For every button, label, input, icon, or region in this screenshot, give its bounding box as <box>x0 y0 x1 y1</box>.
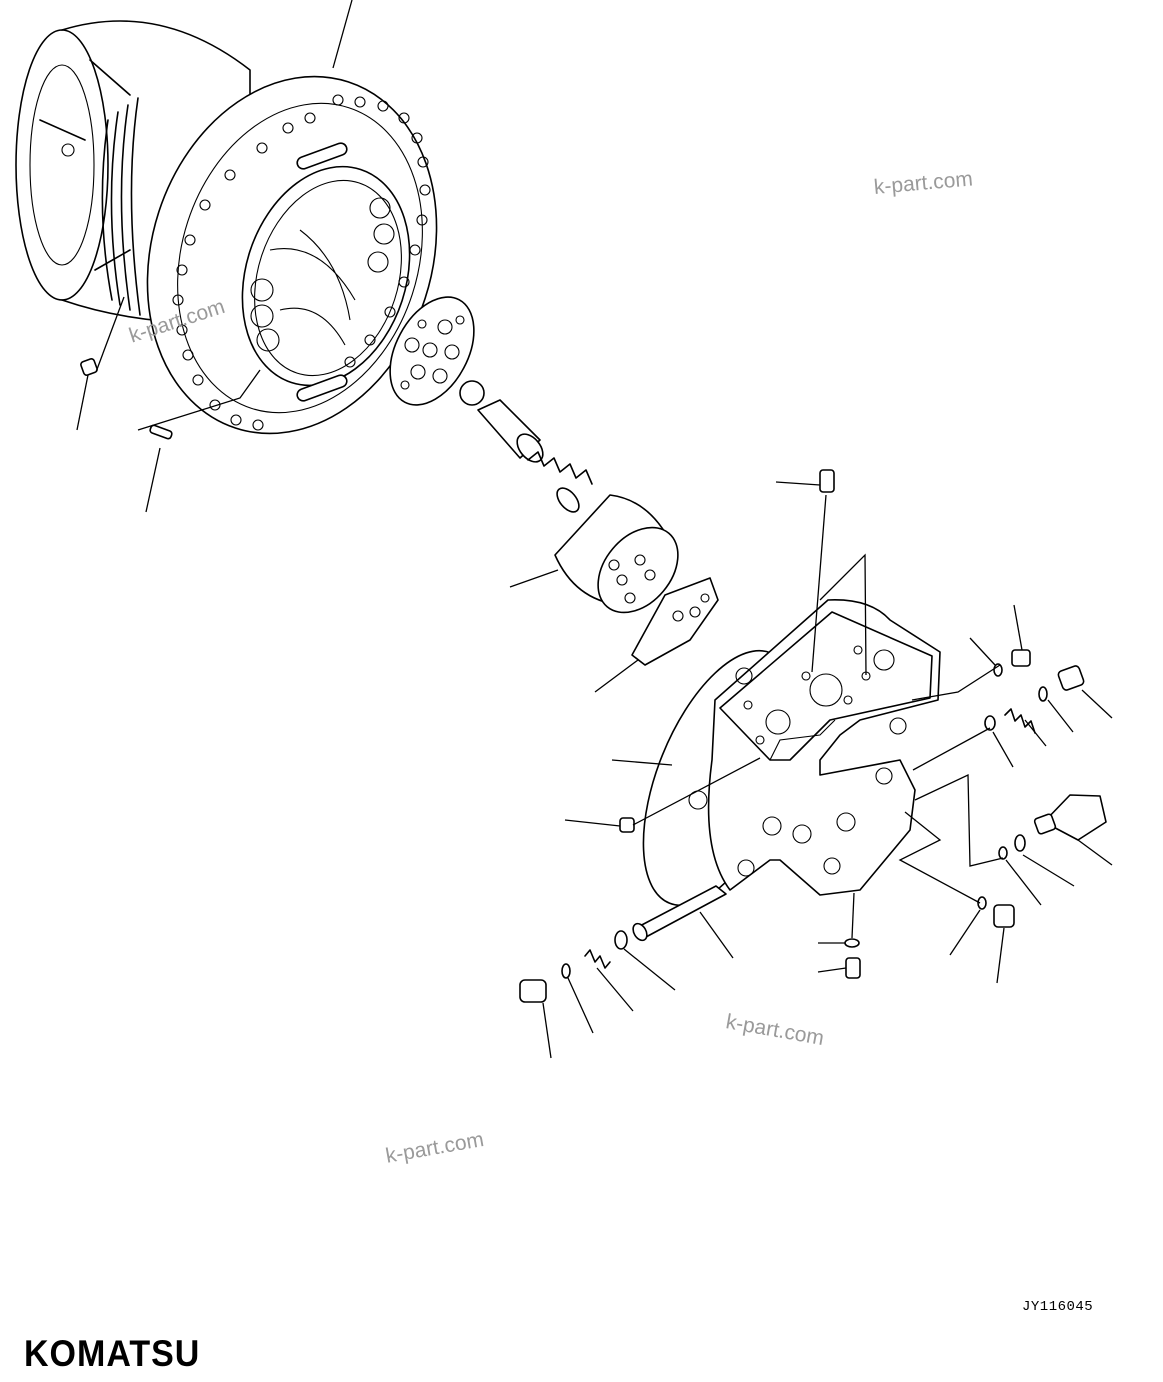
flange-bolt-holes <box>172 94 431 431</box>
komatsu-logo: KOMATSU <box>24 1333 201 1375</box>
washer-a <box>614 930 676 991</box>
spring-c <box>584 949 634 1012</box>
o-ring-d <box>1014 834 1075 887</box>
top-plug <box>775 469 867 676</box>
o-ring-c <box>984 715 1014 768</box>
plug-c <box>993 904 1015 984</box>
cylinder-block <box>509 494 679 614</box>
relief-valve <box>1033 794 1113 866</box>
plug-a <box>1011 604 1031 667</box>
swash-plate <box>594 577 719 693</box>
shaft <box>632 885 734 959</box>
port-plate <box>389 296 475 406</box>
plug-b <box>1057 665 1113 719</box>
o-ring-e <box>998 846 1042 906</box>
o-ring-f <box>949 896 987 956</box>
side-plug <box>564 757 761 833</box>
drawing-code: JY116045 <box>1022 1299 1094 1315</box>
o-ring-a <box>969 637 1003 677</box>
o-ring-h <box>818 892 860 948</box>
plug-d <box>519 979 552 1059</box>
motor-case <box>611 599 941 907</box>
dowel-pin <box>137 369 261 513</box>
spring-b <box>1004 708 1047 747</box>
final-drive-housing <box>15 0 438 435</box>
o-ring-g <box>561 963 594 1034</box>
ball-joint-piston <box>459 380 544 463</box>
o-ring-b <box>1038 686 1074 733</box>
plug-e <box>817 957 861 979</box>
housing-plug <box>76 296 125 431</box>
spring <box>527 451 593 513</box>
